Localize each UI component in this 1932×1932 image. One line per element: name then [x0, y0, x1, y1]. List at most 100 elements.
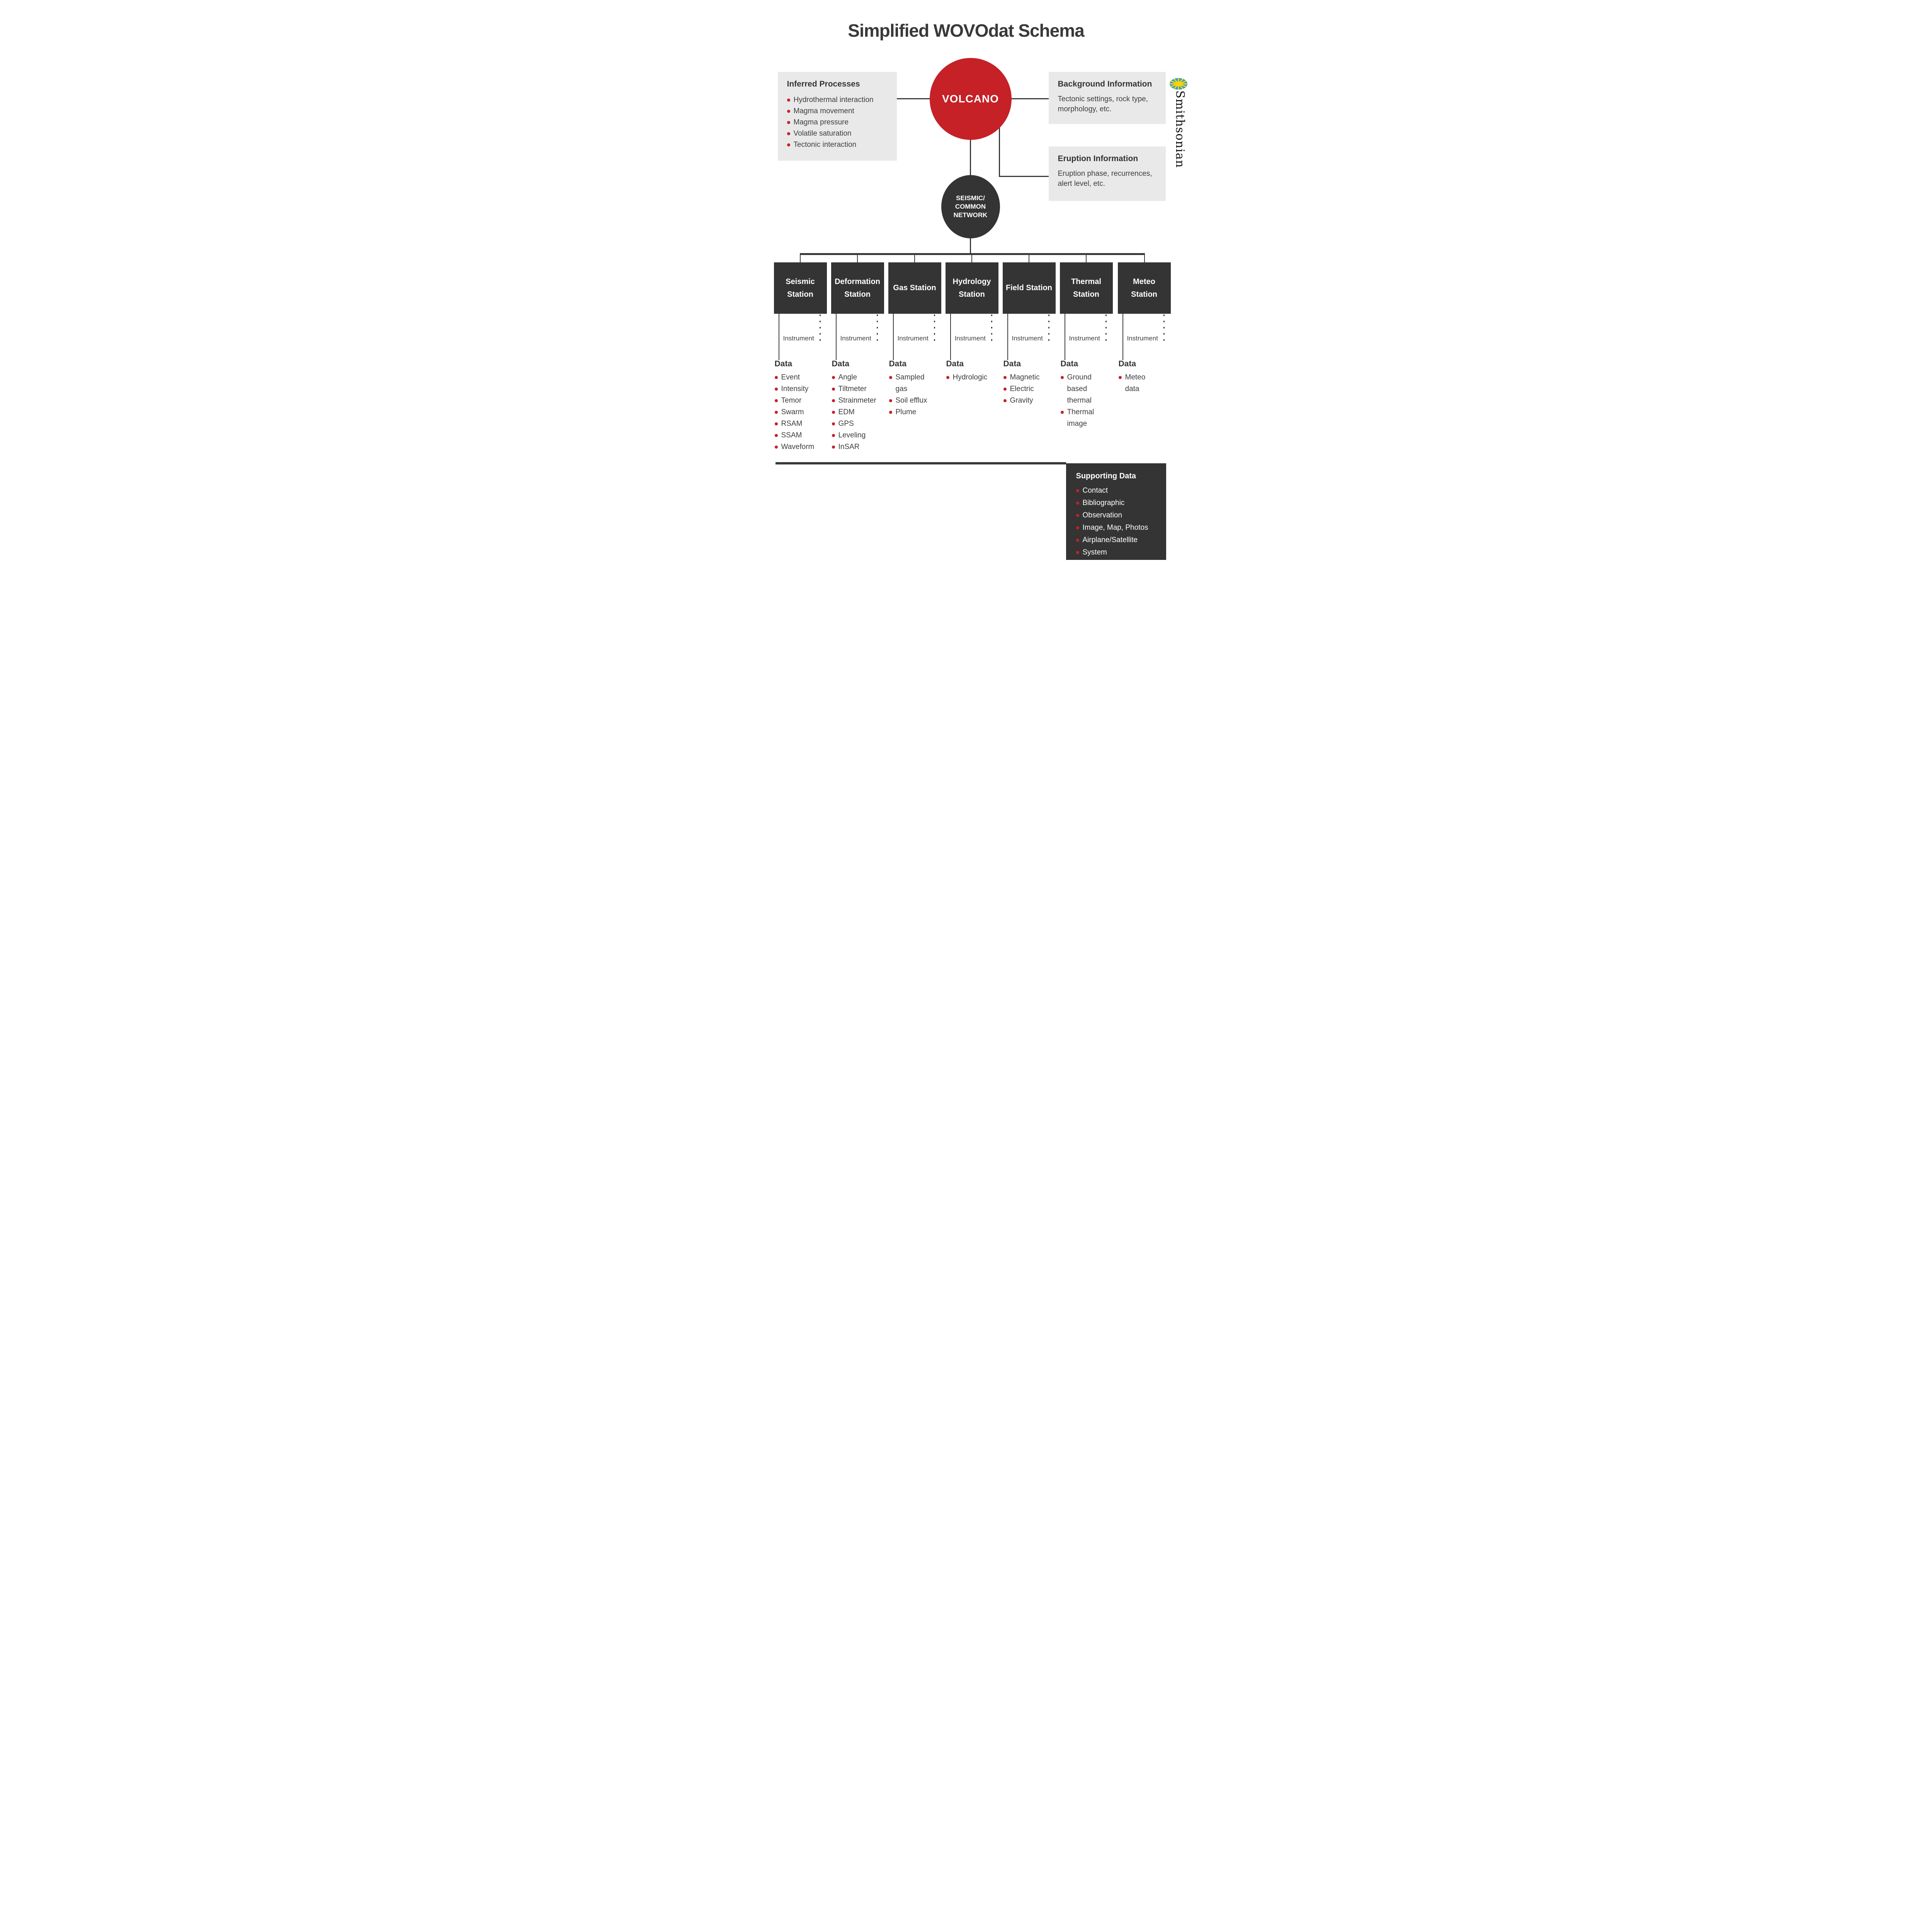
- list-item: EDM: [832, 406, 876, 418]
- smithsonian-wordmark: Smithsonian: [1173, 90, 1187, 168]
- list-item: Meteo data: [1118, 372, 1152, 395]
- list-item: Swarm: [774, 406, 815, 418]
- list-item-label: RSAM: [781, 420, 803, 428]
- list-item-label: Thermal image: [1067, 408, 1094, 428]
- list-item: Observation: [1076, 509, 1162, 522]
- supporting-data-heading: Supporting Data: [1076, 472, 1136, 480]
- bullet-icon: [832, 434, 835, 437]
- instrument-label: Instrument: [1127, 335, 1158, 342]
- list-item-label: GPS: [838, 420, 854, 428]
- list-item-label: InSAR: [838, 443, 860, 451]
- station-box: Deformation Station: [831, 262, 884, 314]
- list-item: Tectonic interaction: [787, 139, 888, 150]
- station-box: Field Station: [1002, 262, 1056, 314]
- list-item-label: Electric: [1010, 385, 1034, 393]
- station-dotted-line: [991, 315, 992, 343]
- list-item: Thermal image: [1060, 406, 1100, 430]
- instrument-label: Instrument: [840, 335, 871, 342]
- bullet-icon: [832, 376, 835, 379]
- bullet-icon: [889, 411, 892, 414]
- bullet-icon: [1076, 514, 1079, 517]
- station-dotted-line: [1048, 315, 1049, 343]
- list-item-label: Tectonic interaction: [793, 141, 857, 149]
- bullet-icon: [1003, 399, 1007, 402]
- bullet-icon: [1118, 376, 1122, 379]
- list-item-label: SSAM: [781, 431, 802, 439]
- station-box: Meteo Station: [1117, 262, 1171, 314]
- list-item: Intensity: [774, 383, 815, 395]
- bullet-icon: [774, 388, 778, 391]
- list-item-label: Event: [781, 373, 800, 381]
- list-item: Temor: [774, 395, 815, 406]
- station-box: Seismic Station: [774, 262, 827, 314]
- list-item: Tiltmeter: [832, 383, 876, 395]
- data-heading: Data: [832, 359, 850, 368]
- list-item: Soil efflux: [889, 395, 932, 406]
- connector-inferred-volcano: [896, 98, 930, 99]
- bullet-icon: [1076, 502, 1079, 505]
- connector-volcano-network: [969, 139, 971, 177]
- bullet-icon: [774, 446, 778, 449]
- tree-drop-1: [799, 255, 801, 262]
- seismic-common-network-node: SEISMIC/ COMMON NETWORK: [941, 175, 1000, 238]
- bullet-icon: [889, 376, 892, 379]
- bullet-icon: [774, 376, 778, 379]
- list-item: Magma movement: [787, 105, 888, 117]
- list-item: System: [1076, 546, 1162, 559]
- list-item-label: Soil efflux: [895, 396, 927, 405]
- eruption-information-body: Eruption phase, recurrences, alert level…: [1058, 170, 1152, 188]
- bullet-icon: [1003, 376, 1007, 379]
- bullet-icon: [832, 411, 835, 414]
- bullet-icon: [787, 132, 790, 135]
- connector-volcano-background: [1011, 98, 1049, 99]
- tree-drop-4: [971, 255, 972, 262]
- station-dotted-line: [1163, 315, 1165, 343]
- list-item-label: Swarm: [781, 408, 804, 416]
- bullet-icon: [1076, 551, 1079, 554]
- station-box: Gas Station: [888, 262, 941, 314]
- volcano-node: VOLCANO: [929, 58, 1012, 140]
- station-dotted-line: [819, 315, 821, 343]
- list-item-label: Tiltmeter: [838, 385, 867, 393]
- list-item-label: Magma pressure: [793, 118, 849, 126]
- bullet-icon: [832, 446, 835, 449]
- bottom-divider: [775, 462, 1066, 464]
- bullet-icon: [832, 399, 835, 402]
- bullet-icon: [832, 422, 835, 425]
- station-instrument-line: [1007, 314, 1008, 360]
- station-instrument-line: [835, 314, 837, 360]
- list-item-label: Meteo data: [1125, 373, 1146, 393]
- list-item-label: Hydrologic: [952, 373, 988, 381]
- list-item: Hydrologic: [946, 372, 988, 383]
- list-item-label: Airplane/Satellite: [1082, 536, 1138, 544]
- list-item-label: Magma movement: [793, 107, 854, 115]
- bullet-icon: [787, 99, 790, 102]
- list-item: InSAR: [832, 441, 876, 453]
- list-item: Event: [774, 372, 815, 383]
- data-list: Hydrologic: [946, 372, 988, 383]
- list-item-label: Magnetic: [1010, 373, 1040, 381]
- list-item-label: Image, Map, Photos: [1082, 524, 1148, 532]
- eruption-information-heading: Eruption Information: [1058, 154, 1138, 163]
- list-item-label: EDM: [838, 408, 855, 416]
- bullet-icon: [1003, 388, 1007, 391]
- instrument-label: Instrument: [1069, 335, 1100, 342]
- list-item: Contact: [1076, 485, 1162, 497]
- instrument-label: Instrument: [954, 335, 986, 342]
- data-heading: Data: [1118, 359, 1136, 368]
- station-dotted-line: [1105, 315, 1107, 343]
- list-item-label: Angle: [838, 373, 857, 381]
- station-instrument-line: [950, 314, 951, 360]
- station-dotted-line: [934, 315, 935, 343]
- list-item: Hydrothermal interaction: [787, 94, 888, 105]
- background-information-heading: Background Information: [1058, 80, 1152, 88]
- instrument-label: Instrument: [897, 335, 929, 342]
- station-dotted-line: [876, 315, 878, 343]
